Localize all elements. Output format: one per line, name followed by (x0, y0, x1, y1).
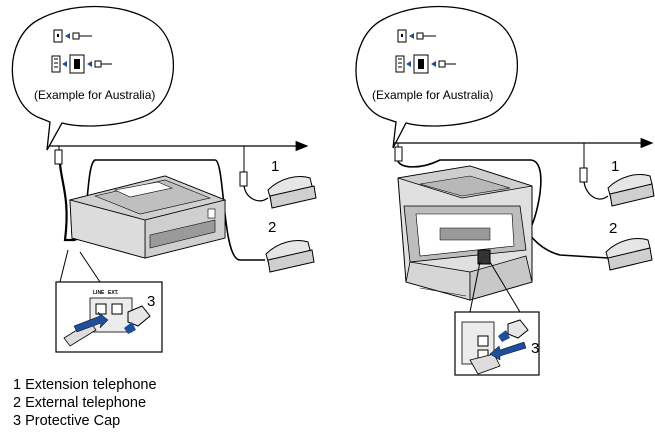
legend-number: 2 (13, 395, 22, 411)
right-callout-adapter-icon (395, 54, 456, 74)
right-protective-cap (498, 319, 529, 342)
left-inset-ext-label: EXT. (108, 290, 119, 296)
left-external-telephone (265, 240, 315, 273)
right-inset (454, 311, 540, 376)
right-printer (397, 165, 533, 301)
right-external-telephone (605, 238, 653, 271)
left-printer-cable (58, 163, 75, 242)
left-printer (68, 175, 227, 259)
right-label-3: 3 (531, 340, 539, 357)
left-callout-text: (Example for Australia) (34, 88, 155, 102)
left-extension-socket (239, 171, 248, 187)
right-extension-telephone (607, 174, 655, 207)
legend-item-external-telephone: 2 External telephone (13, 394, 157, 412)
left-inset-line-label: LINE (93, 290, 105, 296)
left-extension-telephone (267, 176, 317, 209)
left-label-1: 1 (271, 158, 279, 175)
left-wall-socket (54, 149, 63, 165)
legend-item-extension-telephone: 1 Extension telephone (13, 376, 157, 394)
right-label-2: 2 (609, 220, 617, 237)
legend-number: 1 (13, 377, 22, 393)
left-protective-cap (124, 305, 151, 334)
legend-label: External telephone (25, 395, 147, 411)
right-inset-insert-arrow (489, 341, 527, 361)
legend-item-protective-cap: 3 Protective Cap (13, 412, 157, 430)
left-callout-bubble (11, 5, 175, 151)
left-diagram: (Example for Australia) 1 (11, 5, 317, 353)
legend-label: Protective Cap (25, 413, 121, 429)
left-label-3: 3 (147, 293, 155, 310)
right-extension-phone-cable (583, 181, 609, 200)
left-callout-wall-socket-icon (53, 29, 92, 43)
right-ext-cable (519, 219, 609, 259)
left-inset: LINE EXT. (55, 281, 163, 353)
right-extension-socket (579, 167, 588, 183)
legend: 1 Extension telephone 2 External telepho… (13, 376, 157, 430)
left-extension-phone-cable (243, 185, 269, 202)
right-wall-socket (394, 146, 403, 162)
right-callout-bubble (355, 5, 519, 149)
right-callout-text: (Example for Australia) (372, 88, 493, 102)
left-inset-insert-arrow (73, 311, 109, 333)
right-callout-wall-socket-icon (397, 29, 436, 43)
left-callout-adapter-icon (51, 54, 112, 74)
right-diagram: (Example for Australia) 1 (355, 5, 655, 376)
left-label-2: 2 (268, 219, 276, 236)
legend-number: 3 (13, 413, 22, 429)
legend-label: Extension telephone (25, 377, 157, 393)
right-wall-cable (397, 159, 542, 226)
right-label-1: 1 (611, 158, 619, 175)
